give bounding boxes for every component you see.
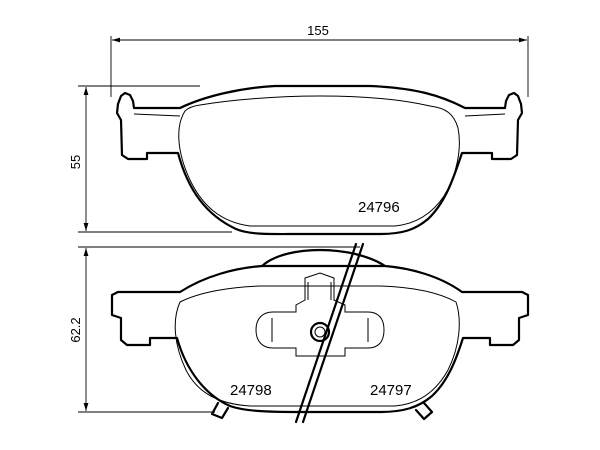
bottom-height-dimension: 62.2 <box>68 246 360 413</box>
bottom-pad-top-bump <box>260 248 387 268</box>
width-dimension: 155 <box>110 23 529 97</box>
top-pad-right-slot <box>464 113 506 117</box>
width-label: 155 <box>307 23 329 38</box>
bottom-pad-left-tab <box>210 401 230 420</box>
top-pad-part-number: 24796 <box>358 199 400 216</box>
section-break-lines <box>294 242 365 424</box>
top-pad-outline <box>115 84 524 236</box>
top-height-label: 55 <box>68 155 83 169</box>
bottom-pad-right-tab <box>414 401 434 421</box>
bottom-brake-pad: 24798 24797 <box>110 248 530 421</box>
top-brake-pad: 24796 <box>115 84 524 236</box>
bottom-pad-center-clip <box>255 272 385 357</box>
bottom-height-label: 62.2 <box>68 317 83 342</box>
bottom-pad-friction-outline <box>174 285 460 407</box>
clip-hole <box>309 321 331 343</box>
bottom-right-part-number: 24797 <box>370 382 412 399</box>
bottom-pad-outline <box>110 264 530 414</box>
bottom-left-part-number: 24798 <box>230 382 272 399</box>
top-pad-left-slot <box>133 113 181 117</box>
top-height-dimension: 55 <box>68 85 232 233</box>
top-pad-friction-outline <box>178 95 460 227</box>
